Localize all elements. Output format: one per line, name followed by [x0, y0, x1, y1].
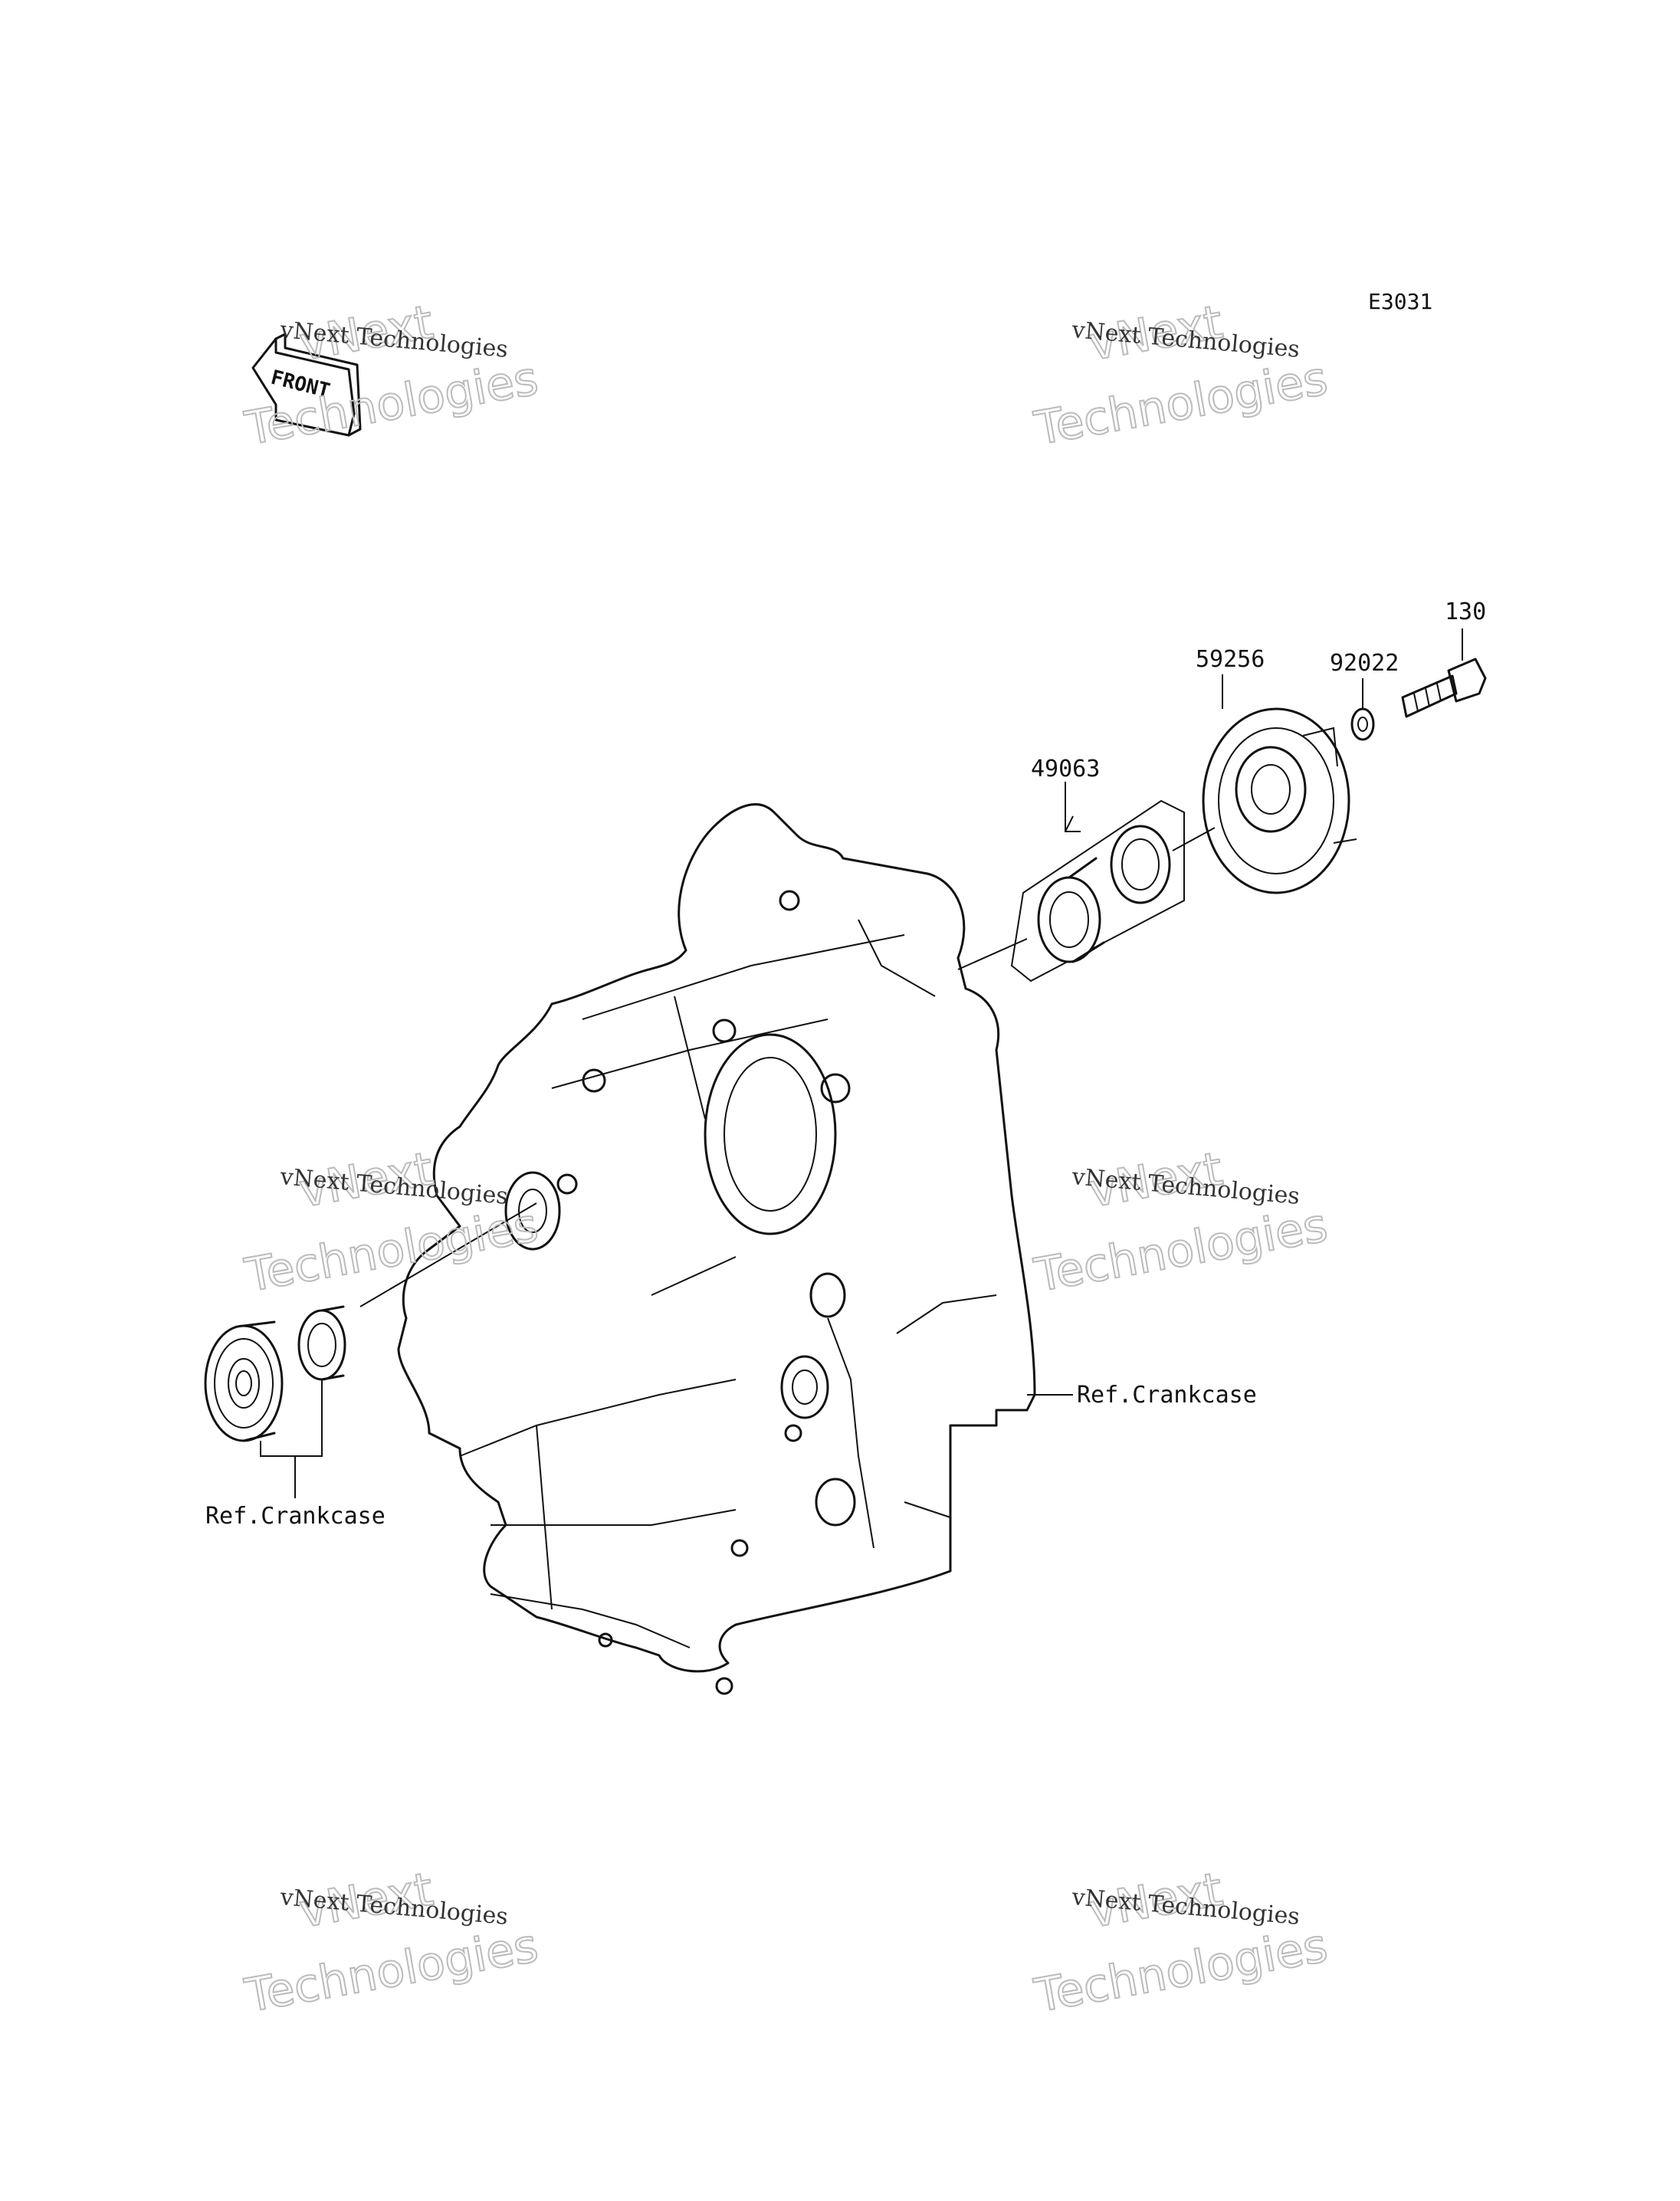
left-bearing-drawing	[204, 1202, 537, 1498]
callout-130: 130	[1445, 599, 1486, 625]
seal-kit-drawing	[957, 782, 1185, 982]
watermark-middle-left: vNext Technologies vNext Technologies	[240, 1141, 543, 1304]
watermark-bottom-right: vNext Technologies vNext Technologies	[1029, 1862, 1332, 2024]
svg-text:Technologies: Technologies	[241, 1919, 542, 2023]
svg-text:Technologies: Technologies	[1030, 1919, 1331, 2023]
washer-drawing	[1350, 678, 1375, 741]
crankcase-drawing	[397, 803, 1036, 1695]
callout-59256: 59256	[1196, 646, 1265, 673]
callout-ref-crankcase-left: Ref.Crankcase	[205, 1503, 386, 1530]
watermark-middle-right: vNext Technologies vNext Technologies	[1029, 1141, 1332, 1304]
callout-ref-crankcase-right: Ref.Crankcase	[1077, 1382, 1257, 1409]
svg-text:Technologies: Technologies	[241, 1199, 542, 1303]
cover-drawing	[1172, 674, 1357, 894]
watermark-bottom-left: vNext Technologies vNext Technologies	[240, 1862, 543, 2024]
svg-text:Technologies: Technologies	[1030, 1199, 1331, 1303]
callout-92022: 92022	[1330, 650, 1399, 677]
diagram-code: E3031	[1368, 289, 1432, 314]
watermark-top-right: vNext Technologies vNext Technologies	[1029, 294, 1332, 457]
svg-text:Technologies: Technologies	[241, 352, 542, 456]
callout-49063: 49063	[1031, 756, 1100, 782]
svg-text:Technologies: Technologies	[1030, 352, 1331, 456]
bolt-drawing	[1401, 628, 1487, 718]
